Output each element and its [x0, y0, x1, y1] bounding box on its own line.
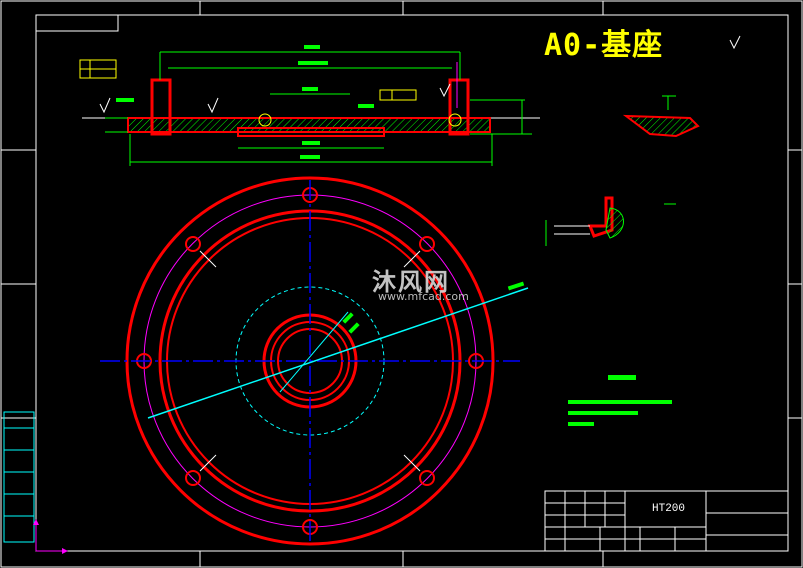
- title-block: [544, 490, 789, 552]
- section-right-flange: [448, 78, 470, 136]
- section-view: [79, 45, 540, 166]
- section-body: [127, 117, 491, 133]
- drawing-title: A0-基座: [544, 28, 664, 63]
- surface-finish-symbols: [99, 35, 741, 114]
- detail-view-b: [545, 196, 676, 246]
- tolerance-frames: [79, 59, 417, 101]
- section-left-flange: [150, 78, 172, 136]
- dimension-text: [116, 45, 374, 159]
- bolt-hole-crosshairs: [199, 250, 421, 472]
- plan-view: [100, 176, 529, 546]
- technical-notes: [568, 375, 672, 426]
- section-inner-recess: [237, 127, 385, 137]
- watermark-logo: 沐风网: [372, 268, 450, 296]
- revision-strip: [3, 411, 35, 543]
- watermark-url: www.mfcad.com: [378, 290, 469, 303]
- diameter-leader: [147, 287, 529, 419]
- material-label: HT200: [652, 503, 686, 515]
- drawing-frame: [35, 14, 789, 552]
- top-left-corner-box: [35, 14, 119, 32]
- detail-view-a: [622, 95, 700, 138]
- coordinate-axes: [33, 519, 68, 554]
